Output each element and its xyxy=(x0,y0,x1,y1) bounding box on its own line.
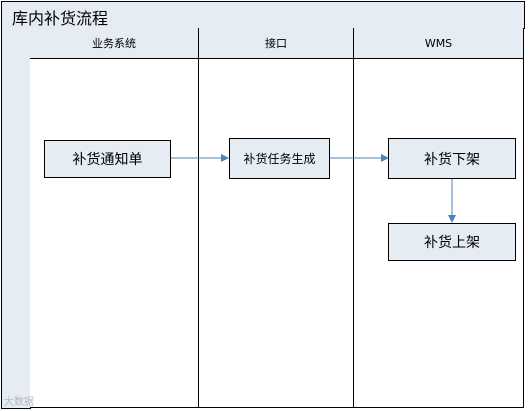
watermark: 大数据 xyxy=(4,393,34,408)
node-replenishment-down: 补货下架 xyxy=(388,138,516,179)
lane-header-interface: 接口 xyxy=(199,28,354,59)
lane-label-interface: 接口 xyxy=(265,37,287,50)
node-replenishment-task-label: 补货任务生成 xyxy=(243,152,316,166)
lane-header-business: 业务系统 xyxy=(30,28,199,59)
node-replenishment-up: 补货上架 xyxy=(388,223,516,261)
lane-left-strip xyxy=(1,28,31,409)
lane-body-interface xyxy=(199,59,354,408)
diagram-title: 库内补货流程 xyxy=(12,9,109,28)
lane-label-business: 业务系统 xyxy=(92,37,136,50)
lane-label-wms: WMS xyxy=(424,36,453,50)
watermark-text: 大数据 xyxy=(4,397,34,408)
node-replenishment-up-label: 补货上架 xyxy=(424,235,480,251)
lane-header-wms: WMS xyxy=(354,28,524,59)
node-replenishment-notice-label: 补货通知单 xyxy=(72,152,143,168)
node-replenishment-notice: 补货通知单 xyxy=(44,140,171,178)
node-replenishment-down-label: 补货下架 xyxy=(424,151,480,168)
lane-body-business xyxy=(30,59,199,408)
title-bar: 库内补货流程 xyxy=(1,1,525,29)
node-replenishment-task: 补货任务生成 xyxy=(229,138,330,179)
